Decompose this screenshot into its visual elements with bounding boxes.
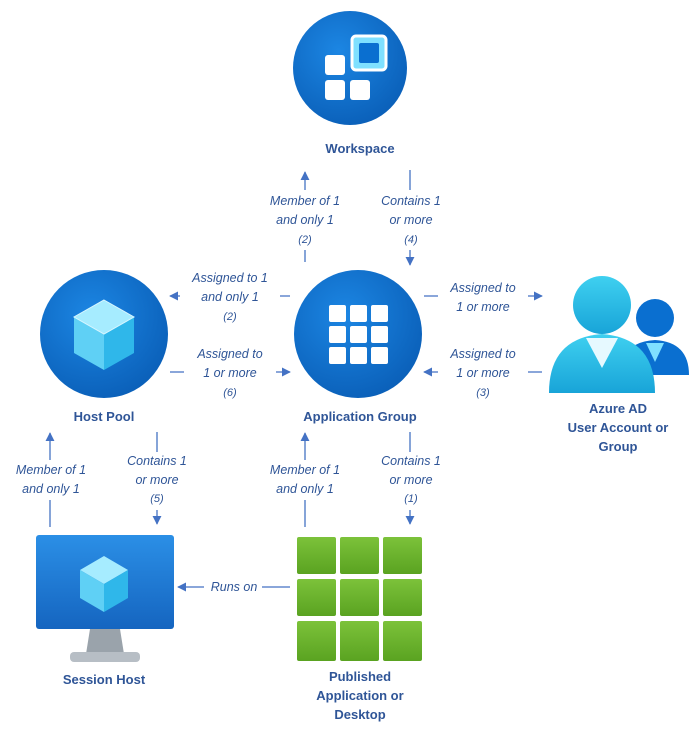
app-grid-icon (294, 270, 422, 398)
edge-label-line2: 1 or more (456, 366, 510, 380)
edge-label-line1: Assigned to (196, 347, 262, 361)
edge-label-line2: and only 1 (201, 290, 259, 304)
edge-label-number: (4) (404, 234, 418, 246)
edge-label-line1: Assigned to (449, 281, 515, 295)
azure-ad-label-line3: Group (599, 439, 638, 454)
edge-label-line1: Assigned to 1 (191, 271, 268, 285)
edge-sessionhost-member-of-hostpool: Member of 1 and only 1 (4, 432, 98, 527)
edge-label-number: (6) (223, 387, 237, 399)
edge-published-member-of-ag: Member of 1 and only 1 (259, 432, 353, 527)
edge-label-line2: and only 1 (276, 482, 334, 496)
edge-hostpool-contains-sessionhost: Contains 1 or more (5) (118, 432, 198, 525)
edge-published-runs-on-sessionhost: Runs on (177, 578, 290, 596)
workspace-label: Workspace (325, 141, 394, 156)
edge-label-line2: and only 1 (276, 213, 334, 227)
published-app-label-line3: Desktop (334, 707, 385, 722)
published-app-node: Published Application or Desktop (297, 537, 422, 722)
edge-label-number: (2) (223, 311, 237, 323)
published-app-label-line2: Application or (316, 688, 403, 703)
workspace-node: Workspace (293, 11, 407, 156)
edge-label-line1: Member of 1 (270, 194, 340, 208)
edge-user-assigned-to-ag: Assigned to 1 or more (3) (423, 344, 542, 402)
edge-label-line2: or more (135, 473, 178, 487)
edge-ag-contains-published: Contains 1 or more (1) (370, 432, 454, 525)
session-host-node: Session Host (36, 535, 174, 687)
edge-workspace-contains-ag: Contains 1 or more (4) (368, 170, 454, 266)
green-grid-icon (297, 537, 422, 661)
edge-label-number: (5) (150, 493, 164, 505)
edge-label-number: (1) (404, 493, 418, 505)
monitor-icon (36, 535, 174, 662)
edge-label-line1: Member of 1 (270, 463, 340, 477)
azure-ad-node: Azure AD User Account or Group (549, 276, 689, 454)
edge-label-line2: 1 or more (456, 300, 510, 314)
edge-label-number: (3) (476, 387, 490, 399)
edge-label-line2: or more (389, 213, 432, 227)
edge-label-line1: Assigned to (449, 347, 515, 361)
edge-hostpool-assigned-to-ag: Assigned to 1 or more (6) (170, 344, 291, 402)
session-host-label: Session Host (63, 672, 146, 687)
application-group-node: Application Group (294, 270, 422, 424)
workspace-icon (293, 11, 407, 125)
azure-ad-label-line2: User Account or (568, 420, 669, 435)
edge-label-number: (2) (298, 234, 312, 246)
edge-ag-assigned-to-user: Assigned to 1 or more (424, 278, 543, 318)
edge-label-line1: Contains 1 (127, 454, 187, 468)
host-pool-label: Host Pool (74, 409, 135, 424)
published-app-label-line1: Published (329, 669, 391, 684)
host-pool-node: Host Pool (40, 270, 168, 424)
edge-label-line2: 1 or more (203, 366, 257, 380)
edge-ag-assigned-to-hostpool: Assigned to 1 and only 1 (2) (169, 268, 290, 326)
edge-label-line2: or more (389, 473, 432, 487)
edge-label-line1: Contains 1 (381, 194, 441, 208)
edge-label-line1: Contains 1 (381, 454, 441, 468)
users-icon (549, 276, 689, 393)
edge-ag-member-of-workspace: Member of 1 and only 1 (2) (258, 171, 354, 262)
azure-ad-label-line1: Azure AD (589, 401, 647, 416)
edge-label-line2: and only 1 (22, 482, 80, 496)
application-group-label: Application Group (303, 409, 416, 424)
edge-label-line1: Runs on (211, 580, 258, 594)
cube-icon (40, 270, 168, 398)
edge-label-line1: Member of 1 (16, 463, 86, 477)
